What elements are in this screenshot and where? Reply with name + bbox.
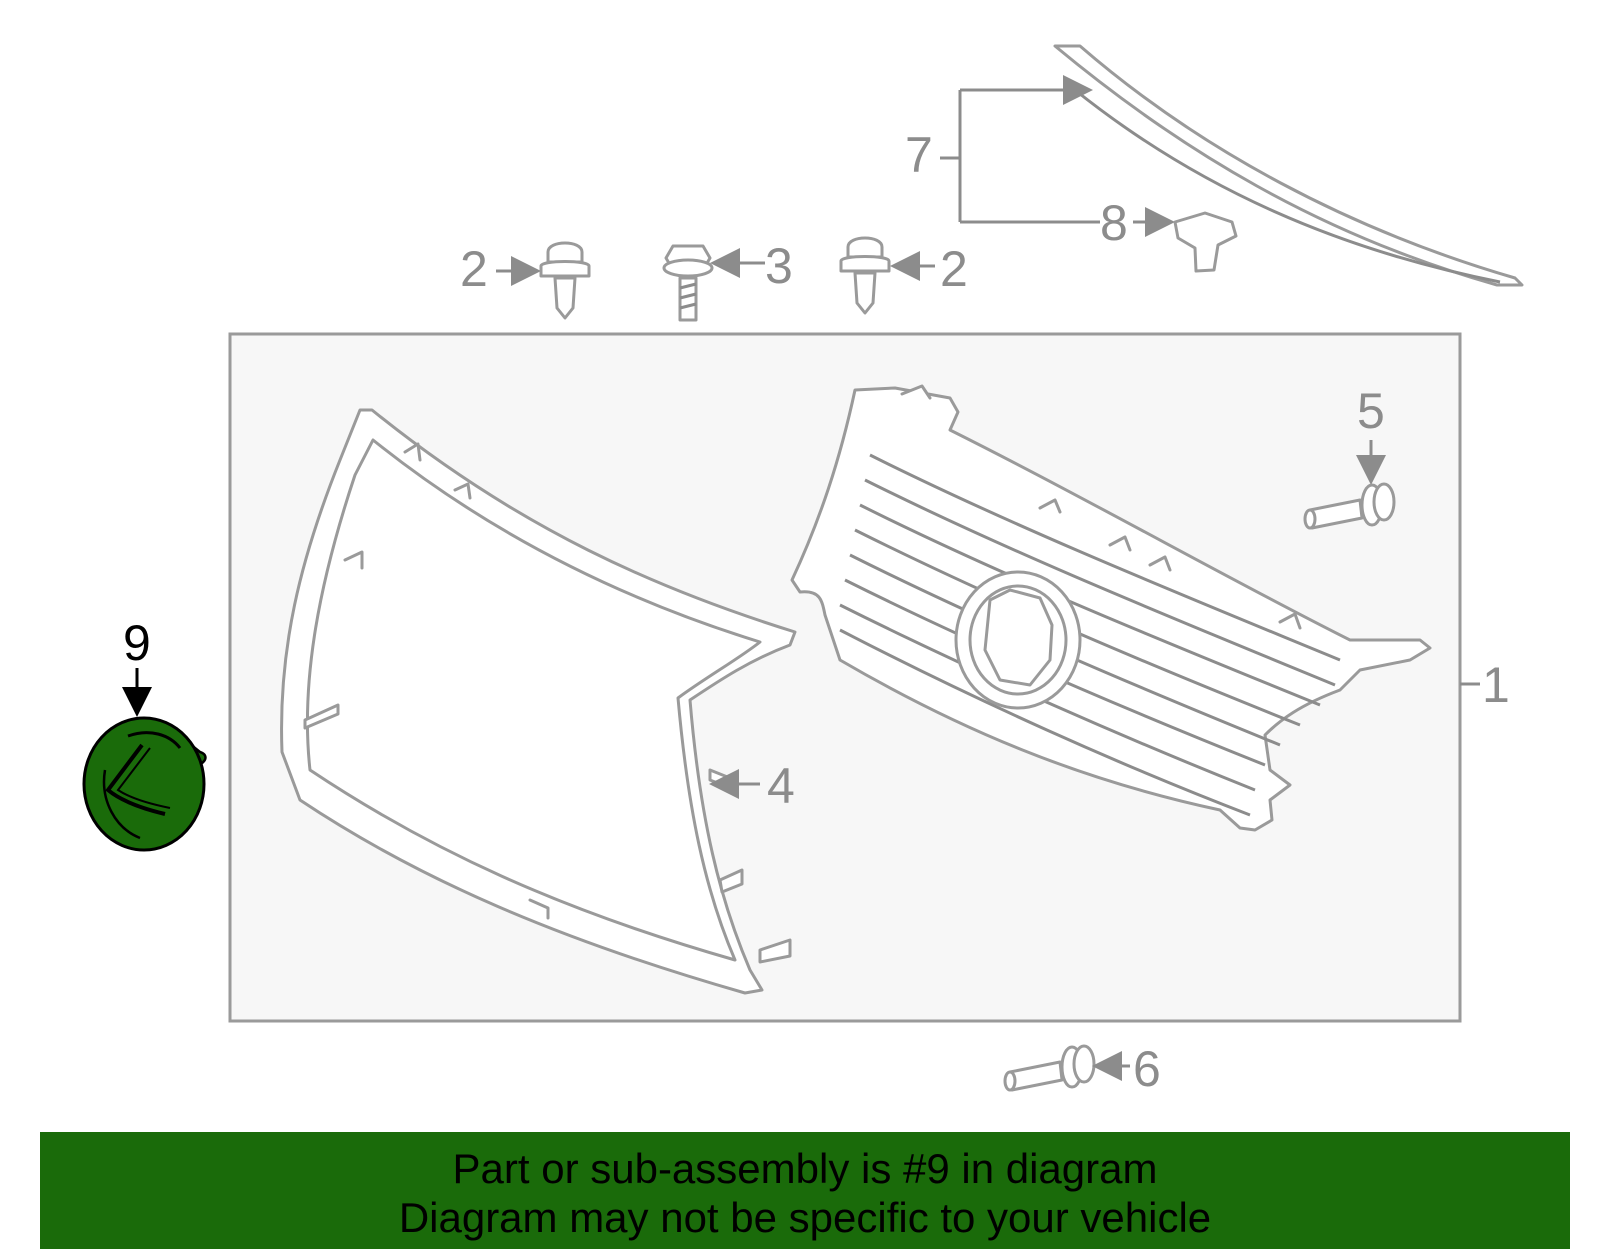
callout-2-right: 2 [940,241,968,297]
callout-1: 1 [1482,657,1510,713]
part-7-molding [1053,44,1524,287]
part-5-bolt [1303,482,1396,530]
callout-6: 6 [1133,1041,1161,1097]
part-2-clip-left [539,241,591,320]
part-4-grille-frame [280,408,797,995]
callout-3: 3 [765,238,793,294]
callout-9: 9 [123,615,151,671]
callout-4: 4 [767,758,795,814]
part-2-clip-right [839,236,891,315]
part-8-clip [1173,211,1238,273]
callout-8: 8 [1100,195,1128,251]
banner-line-2: Diagram may not be specific to your vehi… [398,1194,1212,1241]
callout-5: 5 [1357,383,1385,439]
part-1-grille [790,384,1432,832]
part-3-bolt [662,244,714,322]
part-6-bolt [1003,1044,1096,1092]
part-9-emblem [82,716,207,852]
banner-line-1: Part or sub-assembly is #9 in diagram [452,1145,1158,1192]
callout-2-left: 2 [460,241,488,297]
info-banner: Part or sub-assembly is #9 in diagram Di… [40,1132,1570,1249]
callout-7: 7 [905,127,933,183]
